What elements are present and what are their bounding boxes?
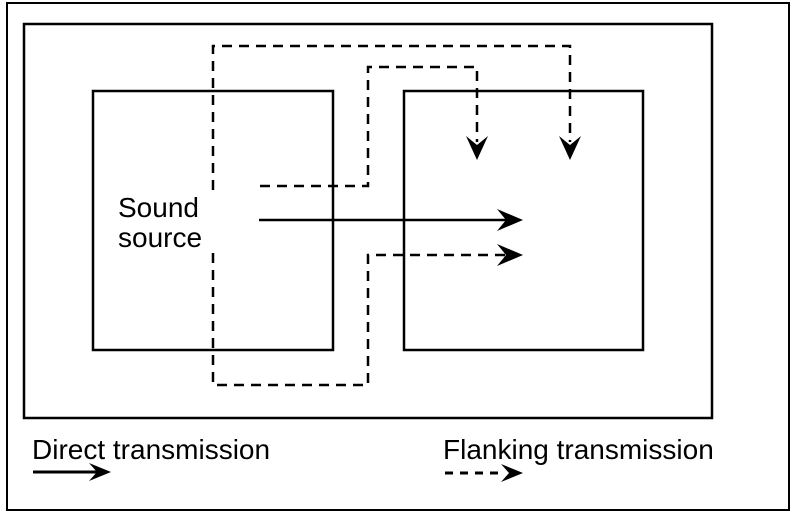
flanking-floor-arrowhead-icon: [497, 244, 523, 266]
flanking-path-ceiling: [260, 65, 479, 188]
direct-legend-label: Direct transmission: [32, 434, 270, 465]
direct-legend-arrowhead-icon: [89, 463, 111, 481]
sound-source-label-line2: source: [118, 222, 202, 253]
flanking-roof-arrowhead-icon: [559, 136, 581, 160]
flanking-path-floor: [211, 253, 507, 387]
flanking-path-roof: [211, 44, 572, 190]
flanking-legend-label: Flanking transmission: [443, 434, 714, 465]
sound-source-label-line1: Sound: [118, 192, 199, 223]
flanking-ceiling-arrowhead-icon: [466, 136, 488, 160]
direct-arrowhead-icon: [497, 209, 523, 231]
building-outline: [22, 22, 714, 420]
flanking-legend-arrowhead-icon: [501, 464, 523, 482]
frame-border: [6, 2, 790, 511]
